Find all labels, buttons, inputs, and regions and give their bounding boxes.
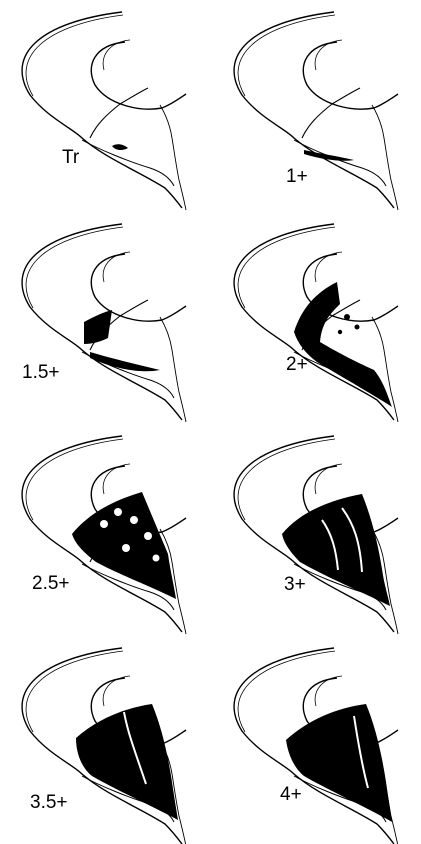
panel-2: 2+ xyxy=(234,224,398,422)
label-2-5: 2.5+ xyxy=(32,573,70,594)
label-3-5: 3.5+ xyxy=(30,792,68,813)
panel-3-5: 3.5+ xyxy=(22,648,186,844)
panel-3: 3+ xyxy=(234,436,398,634)
label-3: 3+ xyxy=(284,574,306,595)
panel-tr: Tr xyxy=(22,12,186,210)
label-4: 4+ xyxy=(280,784,302,805)
panel-1: 1+ xyxy=(234,12,398,210)
panel-2-5: 2.5+ xyxy=(22,436,186,634)
label-1: 1+ xyxy=(286,166,308,187)
panel-4: 4+ xyxy=(234,648,398,844)
label-2: 2+ xyxy=(286,354,308,375)
label-tr: Tr xyxy=(62,147,80,168)
panel-1-5: 1.5+ xyxy=(22,224,186,422)
label-1-5: 1.5+ xyxy=(22,362,60,383)
